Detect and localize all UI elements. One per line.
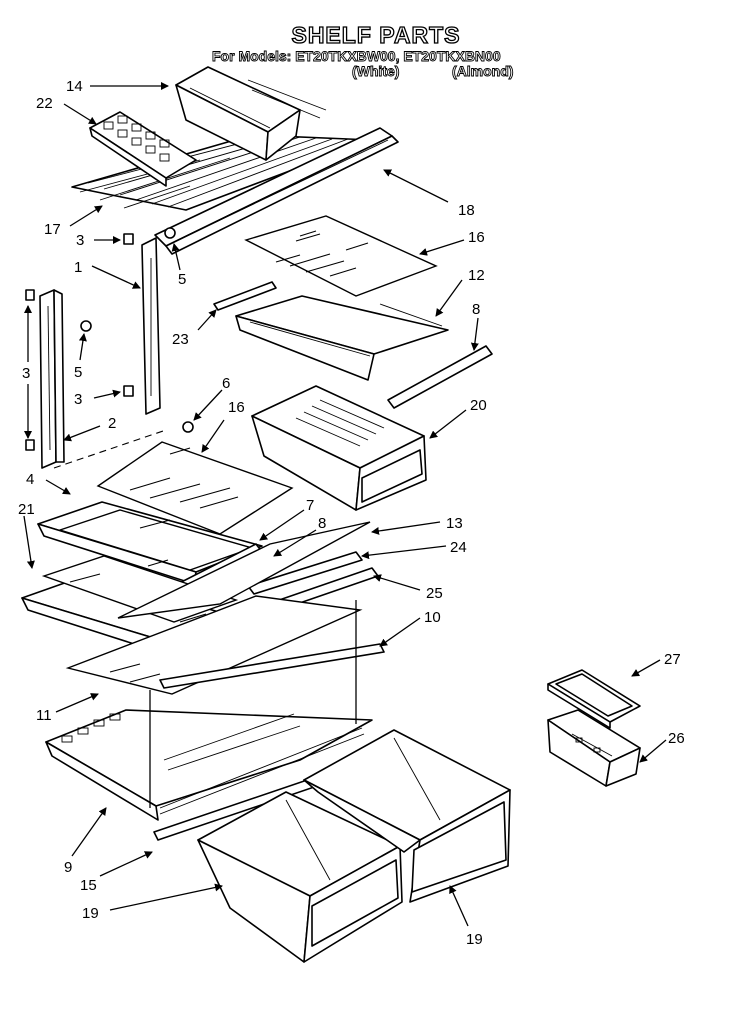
callout-6: 6 <box>222 375 230 392</box>
callout-7: 7 <box>306 497 314 514</box>
crisper-cover-11 <box>65 595 363 695</box>
cover-frame-walls <box>149 600 357 808</box>
callout-labels: 14 22 17 3 1 5 3 5 3 2 4 6 16 18 16 12 2… <box>18 78 685 948</box>
models-line: For Models: ET20TKXBW00, ET20TKXBN00 <box>212 48 502 65</box>
glass-shelf-16-lower <box>96 441 294 535</box>
callout-14: 14 <box>66 78 83 95</box>
bracket-2 <box>39 289 65 469</box>
callout-8: 8 <box>472 301 480 318</box>
callout-5: 5 <box>74 364 82 381</box>
callout-26: 26 <box>668 730 685 747</box>
callout-15: 15 <box>80 877 97 894</box>
callout-2: 2 <box>108 415 116 432</box>
callout-19: 19 <box>82 905 99 922</box>
small-bin-26 <box>547 709 641 787</box>
crisper-frame-9 <box>45 709 373 821</box>
callout-13: 13 <box>446 515 463 532</box>
callout-16: 16 <box>228 399 245 416</box>
meat-pan-20 <box>251 385 427 511</box>
callout-20: 20 <box>470 397 487 414</box>
callout-16: 16 <box>468 229 485 246</box>
trim-10 <box>159 643 385 689</box>
callout-10: 10 <box>424 609 441 626</box>
callout-1: 1 <box>74 259 82 276</box>
callout-18: 18 <box>458 202 475 219</box>
callout-21: 21 <box>18 501 35 518</box>
lid-27 <box>547 669 641 729</box>
callout-3: 3 <box>22 365 30 382</box>
crisper-drawer-19-right <box>303 729 511 903</box>
callout-19: 19 <box>466 931 483 948</box>
leader-lines <box>23 82 667 927</box>
shelf-rail-18 <box>154 127 399 255</box>
diagram-title: SHELF PARTS <box>291 21 461 48</box>
glass-shelf-16-upper <box>244 215 438 297</box>
screws-5-6 <box>80 227 194 433</box>
callout-17: 17 <box>44 221 61 238</box>
egg-tray-22 <box>89 111 197 187</box>
callout-23: 23 <box>172 331 189 348</box>
callout-3: 3 <box>76 232 84 249</box>
callout-22: 22 <box>36 95 53 112</box>
callout-9: 9 <box>64 859 72 876</box>
callout-24: 24 <box>450 539 467 556</box>
variant-white: (White) <box>352 63 400 80</box>
rail-23 <box>213 281 277 311</box>
callout-8: 8 <box>318 515 326 532</box>
variant-almond: (Almond) <box>452 63 514 80</box>
dairy-bin-14 <box>175 66 327 161</box>
shelf-frame-21-upper <box>37 501 263 585</box>
callout-3: 3 <box>74 391 82 408</box>
callout-12: 12 <box>468 267 485 284</box>
callout-27: 27 <box>664 651 681 668</box>
callout-5: 5 <box>178 271 186 288</box>
trim-8-upper <box>387 345 493 409</box>
shelf-frame-12 <box>235 295 449 381</box>
callout-25: 25 <box>426 585 443 602</box>
clips-3 <box>25 233 134 451</box>
callout-11: 11 <box>36 707 52 724</box>
glass-cover-13 <box>117 521 371 619</box>
bracket-1 <box>141 237 161 415</box>
callout-4: 4 <box>26 471 34 488</box>
